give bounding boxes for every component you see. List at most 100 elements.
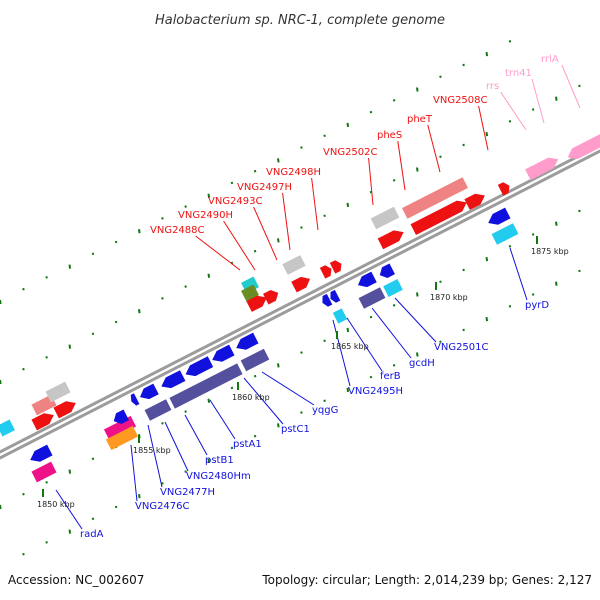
gene-arrow-blue [357,271,377,288]
gene-label-top: rrs [486,81,499,92]
guide-dot [416,87,419,92]
gene-label-bottom: ferB [380,371,401,382]
gene-box-navy [358,287,386,309]
guide-dot [45,276,48,279]
guide-dot [138,229,141,234]
gene-arrow-blue [161,370,186,389]
guide-dot [207,458,211,463]
guide-dot [230,386,234,390]
gene-label-bottom: pstB1 [205,455,234,466]
guide-dot [253,374,257,378]
gene-box-cyan [491,223,519,245]
guide-dot [323,214,326,218]
label-leader-lines [55,64,581,530]
guide-dot [369,110,373,114]
leader-line [223,220,256,271]
guide-dot [91,252,95,256]
guide-dot [161,297,164,300]
guide-dot [138,309,141,314]
guide-dot [300,226,303,229]
guide-dot [439,155,442,159]
guide-dot [300,351,303,354]
guide-dot [554,221,558,226]
gene-arrow-blue [322,293,333,307]
gene-label-bottom: pyrD [525,300,549,311]
gene-box-gray [282,255,306,275]
guide-dot [68,529,72,534]
gene-label-bottom: VNG2476C [135,501,190,512]
guide-dot [485,51,489,57]
guide-dot [300,146,303,149]
guide-dot [531,293,535,296]
guide-dot [578,209,581,213]
map-title: Halobacterium sp. NRC-1, complete genome [155,13,445,28]
guide-dot [114,240,118,244]
gene-arrow-pink [567,129,600,160]
guide-dot [462,63,465,67]
guide-dot [531,108,535,111]
guide-dot [91,332,95,336]
gene-arrow-red [31,413,54,431]
guide-dot [462,268,465,272]
gene-label-top: VNG2498H [266,167,321,178]
gene-arrow-blue [113,409,129,424]
guide-dot [22,287,25,291]
guide-dot [578,269,581,273]
guide-dot [439,340,442,344]
guide-dot [531,233,535,236]
gene-label-bottom: pstC1 [281,424,310,435]
guide-dot [0,299,2,305]
leader-line [195,235,241,271]
guide-dot [416,167,419,172]
guide-dot [392,179,396,182]
leader-line [397,140,406,191]
guide-dot [392,99,396,102]
leader-line [531,78,545,124]
guide-dot [161,422,164,425]
kbp-tick-label: 1870 kbp [430,293,468,302]
guide-dots [0,40,581,556]
guide-dot [346,387,350,393]
guide-dot [323,339,326,343]
gene-label-top: trn41 [505,68,532,79]
gene-box-magenta [103,415,137,441]
guide-dot [207,398,211,403]
guide-dot [369,315,373,319]
gene-label-top: VNG2488C [150,225,205,236]
guide-dot [485,256,489,262]
leader-line [371,307,412,359]
guide-dot [277,363,280,368]
gene-arrow-red [291,276,311,293]
guide-dot [184,470,187,473]
guide-dot [253,169,257,173]
guide-dot [554,96,558,101]
gene-arrow-red [410,200,467,235]
guide-dot [184,285,187,288]
gene-arrow-red [497,182,510,196]
guide-dot [45,541,48,544]
guide-dot [578,84,581,88]
gene-arrow-blue [488,207,511,225]
guide-dot [22,367,25,371]
guide-dot [91,517,95,521]
gene-label-bottom: VNG2477H [160,487,215,498]
gene-label-top: VNG2490H [178,210,233,221]
guide-dot [346,122,350,128]
gene-features [0,129,600,483]
guide-dot [22,552,25,556]
guide-dot [439,75,442,79]
guide-dot [392,304,396,307]
guide-dot [161,217,164,220]
guide-dot [416,292,419,297]
leader-line [253,206,278,261]
gene-label-bottom: VNG2501C [434,342,489,353]
gene-box-salmon [401,177,469,219]
guide-dot [184,410,187,413]
gene-arrow-red [329,260,342,274]
guide-dot [462,143,465,147]
gene-arrow-red [263,290,279,305]
guide-dot [485,316,489,322]
